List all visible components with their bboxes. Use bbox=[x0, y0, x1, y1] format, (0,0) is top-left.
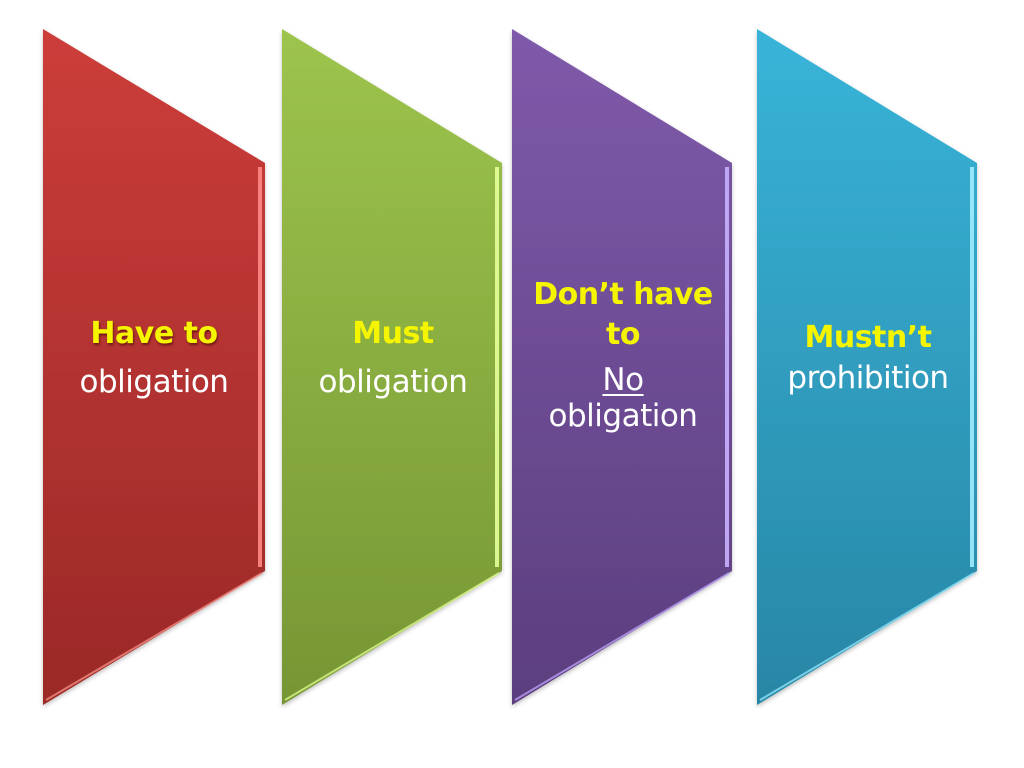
meaning-no: No bbox=[602, 362, 644, 398]
term-must: Must bbox=[352, 316, 434, 351]
panel-have-to bbox=[43, 29, 265, 705]
panel-dont-have-to-text: Don’t have to No obligation bbox=[512, 275, 734, 434]
meaning-obligation: obligation bbox=[79, 364, 229, 400]
panel-mustnt bbox=[757, 29, 977, 705]
term-have-to: Have to bbox=[90, 316, 218, 351]
panel-mustnt-text: Mustn’t prohibition bbox=[757, 318, 979, 396]
panel-must bbox=[282, 29, 502, 705]
meaning-obligation: obligation bbox=[318, 364, 468, 400]
panel-have-to-text: Have to obligation bbox=[43, 314, 265, 400]
term-dont-have-to-line1: Don’t have bbox=[533, 277, 713, 312]
panel-dont-have-to bbox=[512, 29, 732, 705]
term-dont-have-to-line2: to bbox=[606, 317, 640, 352]
panel-must-text: Must obligation bbox=[282, 314, 504, 400]
meaning-obligation: obligation bbox=[548, 398, 698, 434]
meaning-prohibition: prohibition bbox=[787, 360, 949, 396]
term-mustnt: Mustn’t bbox=[804, 320, 932, 355]
